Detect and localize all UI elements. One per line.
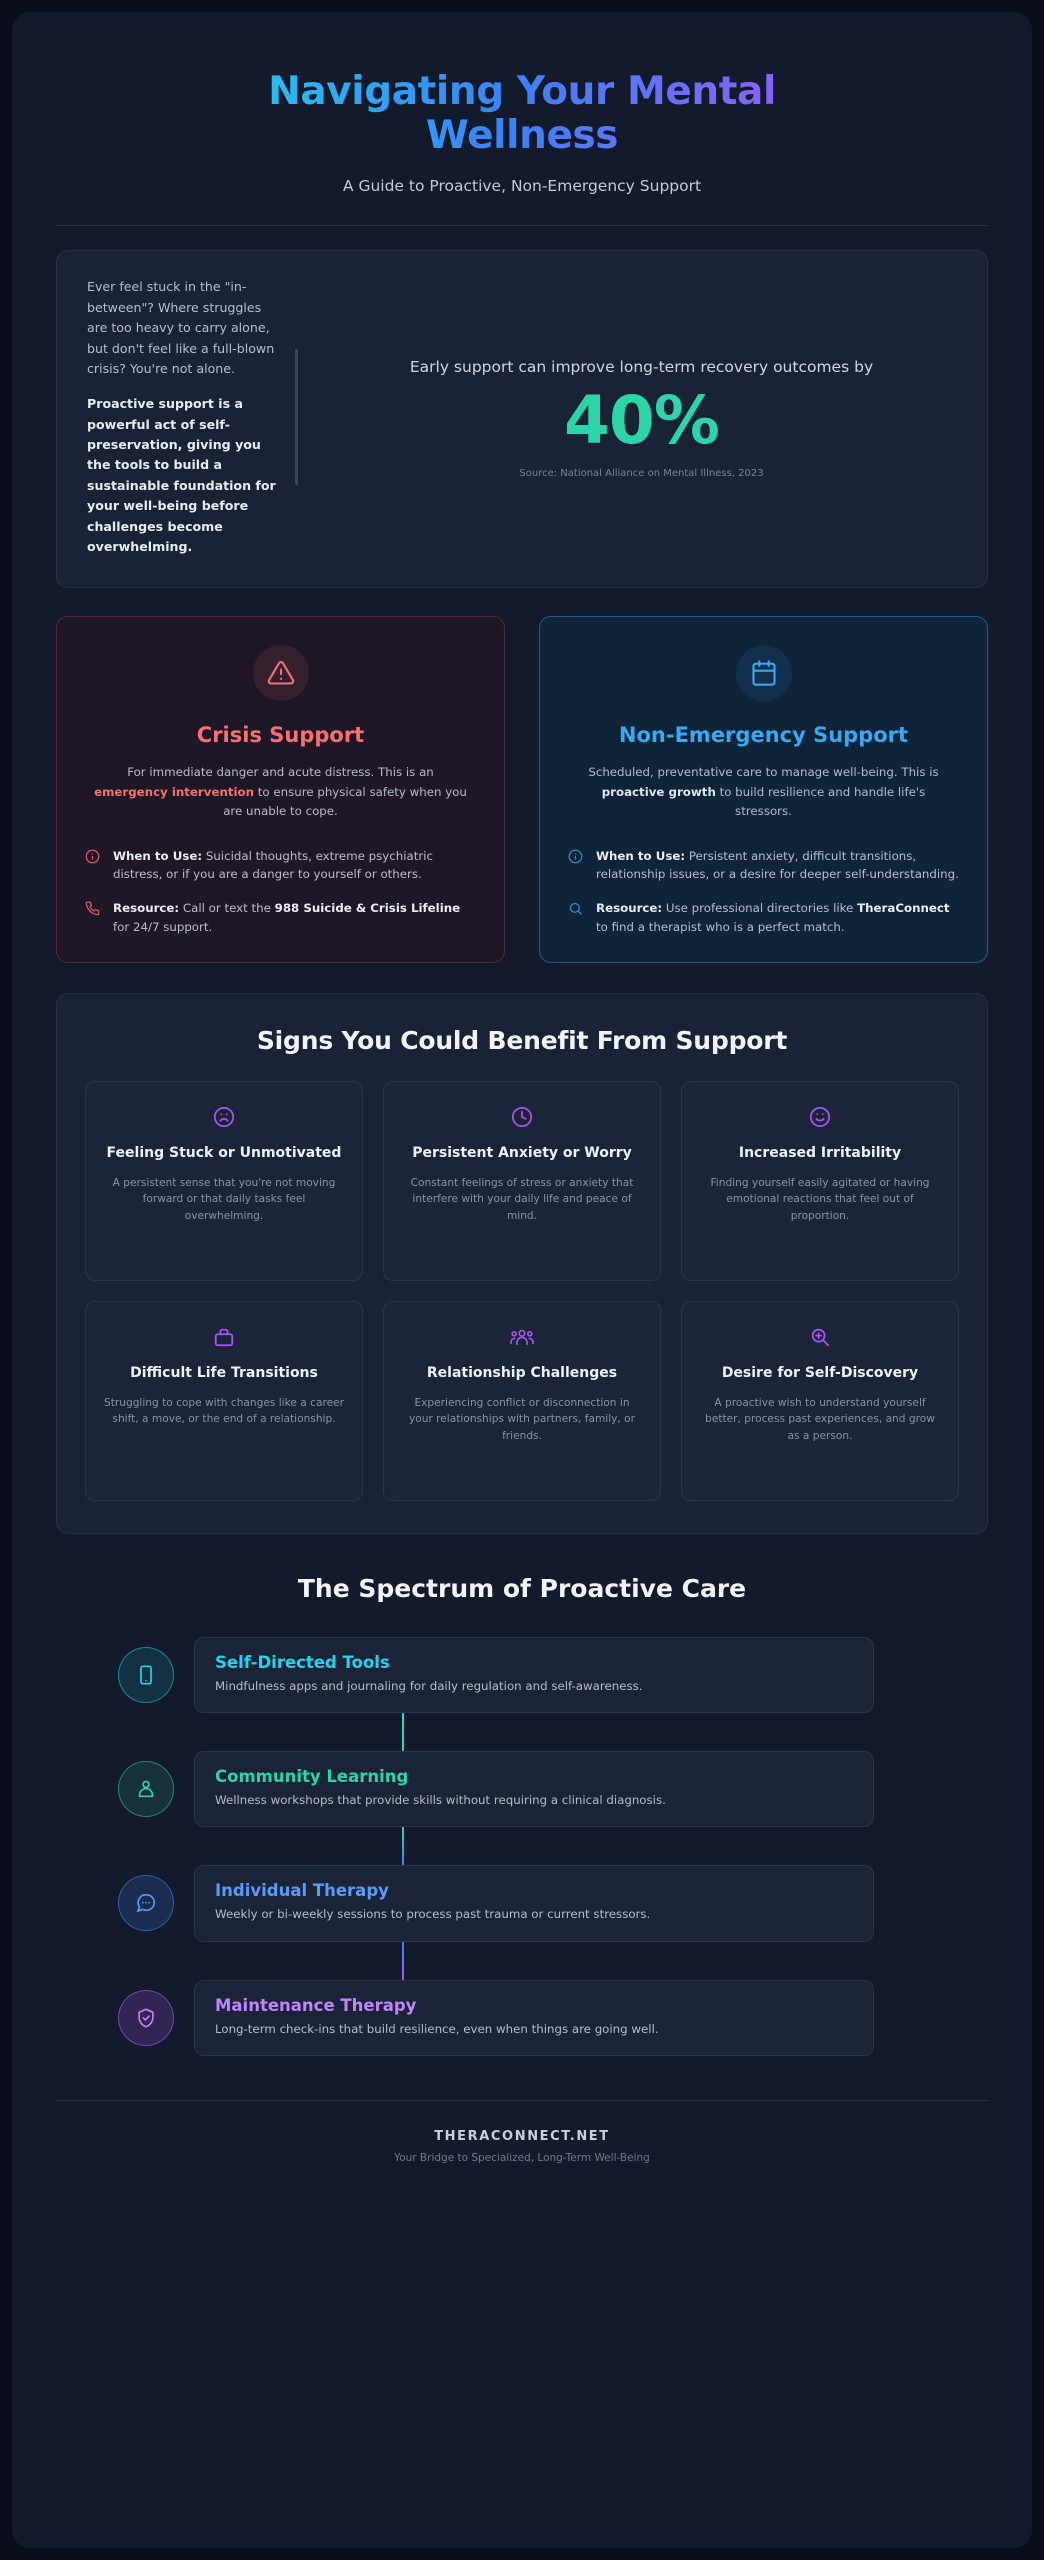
signs-section-heading: Signs You Could Benefit From Support (256, 1026, 788, 1056)
sign-card-increased-irritability: Increased Irritability Finding yourself … (681, 1081, 959, 1282)
stat-number: 40% (564, 382, 720, 460)
footer-brand: THERACONNECT.NET (434, 2128, 610, 2144)
sign-description: Finding yourself easily agitated or havi… (710, 1176, 930, 1222)
spectrum-step-description: Long-term check-ins that build resilienc… (215, 2021, 659, 2036)
non-emergency-bullet-1-text: When to Use: Persistent anxiety, difficu… (596, 848, 959, 882)
list-item: Resource: Use professional directories l… (568, 899, 961, 936)
spectrum-connector (402, 1941, 404, 1980)
non-emergency-card-description: Scheduled, preventative care to manage w… (588, 765, 939, 818)
sign-card-persistent-anxiety: Persistent Anxiety or Worry Constant fee… (383, 1081, 661, 1282)
spectrum-step-description: Wellness workshops that provide skills w… (215, 1793, 666, 1808)
spectrum-step-title: Maintenance Therapy (215, 1995, 417, 2015)
sign-card-life-transitions: Difficult Life Transitions Struggling to… (85, 1301, 363, 1502)
sign-description: A persistent sense that you're not movin… (112, 1176, 336, 1222)
warning-triangle-icon (252, 645, 309, 702)
stat-column: Early support can improve long-term reco… (298, 277, 957, 557)
sign-description: Constant feelings of stress or anxiety t… (410, 1176, 634, 1222)
support-comparison-row: Crisis Support For immediate danger and … (56, 616, 988, 964)
smartphone-icon (118, 1647, 174, 1704)
sign-title: Feeling Stuck or Unmotivated (106, 1145, 342, 1162)
page-title: Navigating Your Mental Wellness (172, 70, 872, 158)
calendar-icon (735, 645, 792, 702)
crisis-card-description: For immediate danger and acute distress.… (94, 765, 467, 818)
phone-icon (85, 899, 101, 920)
spectrum-section: The Spectrum of Proactive Care Self-Dire… (56, 1574, 988, 2065)
chat-bubble-icon (118, 1875, 174, 1932)
smiley-face-icon (700, 1106, 940, 1128)
sign-card-self-discovery: Desire for Self-Discovery A proactive wi… (681, 1301, 959, 1502)
crisis-bullet-list: When to Use: Suicidal thoughts, extreme … (83, 847, 478, 937)
sign-card-feeling-stuck: Feeling Stuck or Unmotivated A persisten… (85, 1081, 363, 1282)
briefcase-icon (104, 1326, 344, 1348)
list-item: Resource: Call or text the 988 Suicide &… (85, 899, 478, 936)
spectrum-step-community-learning: Community Learning Wellness workshops th… (56, 1751, 988, 1828)
list-item: When to Use: Persistent anxiety, difficu… (568, 847, 961, 884)
sign-title: Difficult Life Transitions (130, 1365, 318, 1382)
spectrum-step-body: Community Learning Wellness workshops th… (194, 1751, 874, 1828)
spectrum-step-maintenance-therapy: Maintenance Therapy Long-term check-ins … (56, 1979, 988, 2056)
crisis-bullet-1-text: When to Use: Suicidal thoughts, extreme … (113, 848, 433, 882)
spectrum-list: Self-Directed Tools Mindfulness apps and… (56, 1637, 988, 2056)
spectrum-step-title: Individual Therapy (215, 1881, 389, 1901)
sign-card-relationship-challenges: Relationship Challenges Experiencing con… (383, 1301, 661, 1502)
person-group-icon (118, 1761, 174, 1818)
crisis-support-card: Crisis Support For immediate danger and … (56, 616, 505, 964)
search-icon (568, 899, 584, 920)
header-divider (56, 225, 988, 227)
users-group-icon (402, 1326, 642, 1348)
infographic-page: Navigating Your Mental Wellness A Guide … (12, 12, 1032, 2548)
spectrum-step-individual-therapy: Individual Therapy Weekly or bi-weekly s… (56, 1865, 988, 1942)
sign-description: Experiencing conflict or disconnection i… (408, 1396, 636, 1442)
intro-vertical-divider (295, 349, 298, 486)
stat-source: Source: National Alliance on Mental Illn… (519, 467, 764, 479)
signs-section: Signs You Could Benefit From Support Fee… (56, 993, 988, 1535)
sign-description: A proactive wish to understand yourself … (705, 1396, 935, 1442)
clock-icon (402, 1106, 642, 1128)
sign-title: Increased Irritability (738, 1145, 902, 1162)
signs-grid: Feeling Stuck or Unmotivated A persisten… (85, 1081, 959, 1502)
spectrum-connector (402, 1827, 404, 1866)
spectrum-step-description: Mindfulness apps and journaling for dail… (215, 1679, 643, 1694)
list-item: When to Use: Suicidal thoughts, extreme … (85, 847, 478, 884)
sign-description: Struggling to cope with changes like a c… (104, 1396, 344, 1426)
spectrum-section-heading: The Spectrum of Proactive Care (297, 1574, 747, 1604)
non-emergency-bullet-list: When to Use: Persistent anxiety, difficu… (566, 847, 961, 937)
crisis-card-title: Crisis Support (196, 723, 365, 748)
non-emergency-bullet-2-text: Resource: Use professional directories l… (596, 901, 950, 934)
stat-label: Early support can improve long-term reco… (409, 358, 874, 376)
spectrum-step-description: Weekly or bi-weekly sessions to process … (215, 1907, 651, 1922)
non-emergency-support-card: Non-Emergency Support Scheduled, prevent… (539, 616, 988, 964)
intro-text-column: Ever feel stuck in the "in-between"? Whe… (87, 277, 295, 557)
crisis-bullet-2-text: Resource: Call or text the 988 Suicide &… (113, 901, 461, 934)
spectrum-step-self-directed-tools: Self-Directed Tools Mindfulness apps and… (56, 1637, 988, 1714)
info-circle-icon (85, 847, 101, 868)
frowning-face-icon (104, 1106, 344, 1128)
intro-bold-paragraph: Proactive support is a powerful act of s… (87, 396, 276, 555)
intro-card: Ever feel stuck in the "in-between"? Whe… (56, 250, 988, 589)
intro-lead-paragraph: Ever feel stuck in the "in-between"? Whe… (87, 279, 275, 376)
sign-title: Desire for Self-Discovery (721, 1365, 919, 1382)
sign-title: Persistent Anxiety or Worry (412, 1145, 632, 1162)
spectrum-step-body: Self-Directed Tools Mindfulness apps and… (194, 1637, 874, 1714)
page-subtitle: A Guide to Proactive, Non-Emergency Supp… (342, 177, 702, 196)
spectrum-step-title: Self-Directed Tools (215, 1653, 390, 1673)
non-emergency-card-title: Non-Emergency Support (618, 723, 909, 748)
spectrum-connector (402, 1713, 404, 1752)
sign-title: Relationship Challenges (426, 1365, 618, 1382)
footer-tagline: Your Bridge to Specialized, Long-Term We… (394, 2151, 650, 2164)
page-footer: THERACONNECT.NET Your Bridge to Speciali… (56, 2099, 988, 2194)
spectrum-step-title: Community Learning (215, 1767, 409, 1787)
shield-check-icon (118, 1989, 174, 2046)
spectrum-step-body: Maintenance Therapy Long-term check-ins … (194, 1979, 874, 2056)
spectrum-step-body: Individual Therapy Weekly or bi-weekly s… (194, 1865, 874, 1942)
page-header: Navigating Your Mental Wellness A Guide … (56, 52, 988, 227)
info-circle-icon (568, 847, 584, 868)
magnifier-plus-icon (700, 1326, 940, 1348)
